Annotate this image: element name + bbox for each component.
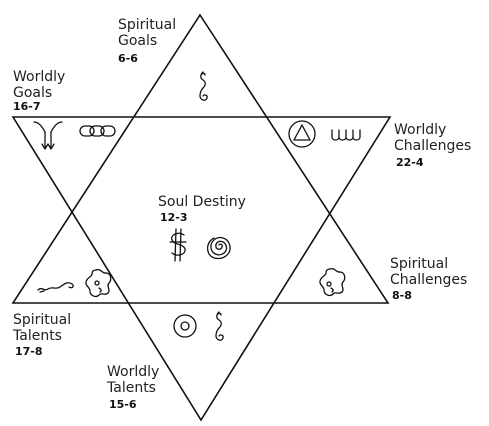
label-worldly-talents: Worldly Talents 15-6 (106, 364, 159, 411)
soul-destiny-number: 12-3 (160, 211, 188, 224)
spiritual-talents-number: 17-8 (15, 345, 43, 358)
spiritual-talents-line1: Spiritual (13, 312, 71, 328)
downward-triangle (11, 116, 392, 422)
spiritual-challenges-number: 8-8 (392, 289, 412, 302)
label-worldly-challenges: Worldly Challenges 22-4 (394, 122, 471, 169)
chain-links-glyph-icon (79, 125, 116, 137)
worldly-challenges-line1: Worldly (394, 122, 446, 138)
worldly-goals-number: 16-7 (13, 100, 41, 113)
worldly-talents-line1: Worldly (107, 364, 159, 380)
concentric-circles-glyph-icon (173, 314, 197, 338)
spiritual-talents-line2: Talents (12, 328, 62, 344)
label-worldly-goals: Worldly Goals 16-7 (13, 69, 65, 113)
blob-glyph-icon (319, 267, 346, 297)
label-spiritual-talents: Spiritual Talents 17-8 (12, 312, 71, 358)
fork-arrow-glyph-icon (33, 121, 63, 150)
label-spiritual-goals: Spiritual Goals 6-6 (118, 17, 176, 65)
circle-triangle-glyph-icon (288, 120, 316, 148)
blob-glyph-icon (85, 268, 112, 298)
worldly-challenges-line2: Challenges (394, 138, 471, 154)
label-soul-destiny: Soul Destiny 12-3 (158, 194, 246, 224)
worldly-challenges-number: 22-4 (396, 156, 424, 169)
label-spiritual-challenges: Spiritual Challenges 8-8 (390, 256, 467, 302)
seahorse-glyph-icon (199, 71, 208, 101)
upward-triangle (11, 13, 390, 304)
spiritual-goals-line2: Goals (118, 33, 157, 49)
squiggle-glyph-icon (37, 282, 74, 293)
spiritual-goals-number: 6-6 (118, 52, 138, 65)
worldly-goals-line2: Goals (13, 85, 52, 101)
worldly-talents-line2: Talents (106, 380, 156, 396)
wave-loops-glyph-icon (331, 129, 361, 141)
seahorse-glyph-icon (215, 311, 224, 341)
worldly-goals-line1: Worldly (13, 69, 65, 85)
spiritual-goals-line1: Spiritual (118, 17, 176, 33)
soul-destiny-name: Soul Destiny (158, 194, 246, 210)
spiritual-challenges-line1: Spiritual (390, 256, 448, 272)
worldly-talents-number: 15-6 (109, 398, 137, 411)
spiritual-challenges-line2: Challenges (390, 272, 467, 288)
dollar-glyph-icon (169, 228, 187, 262)
spiral-glyph-icon (207, 236, 231, 260)
